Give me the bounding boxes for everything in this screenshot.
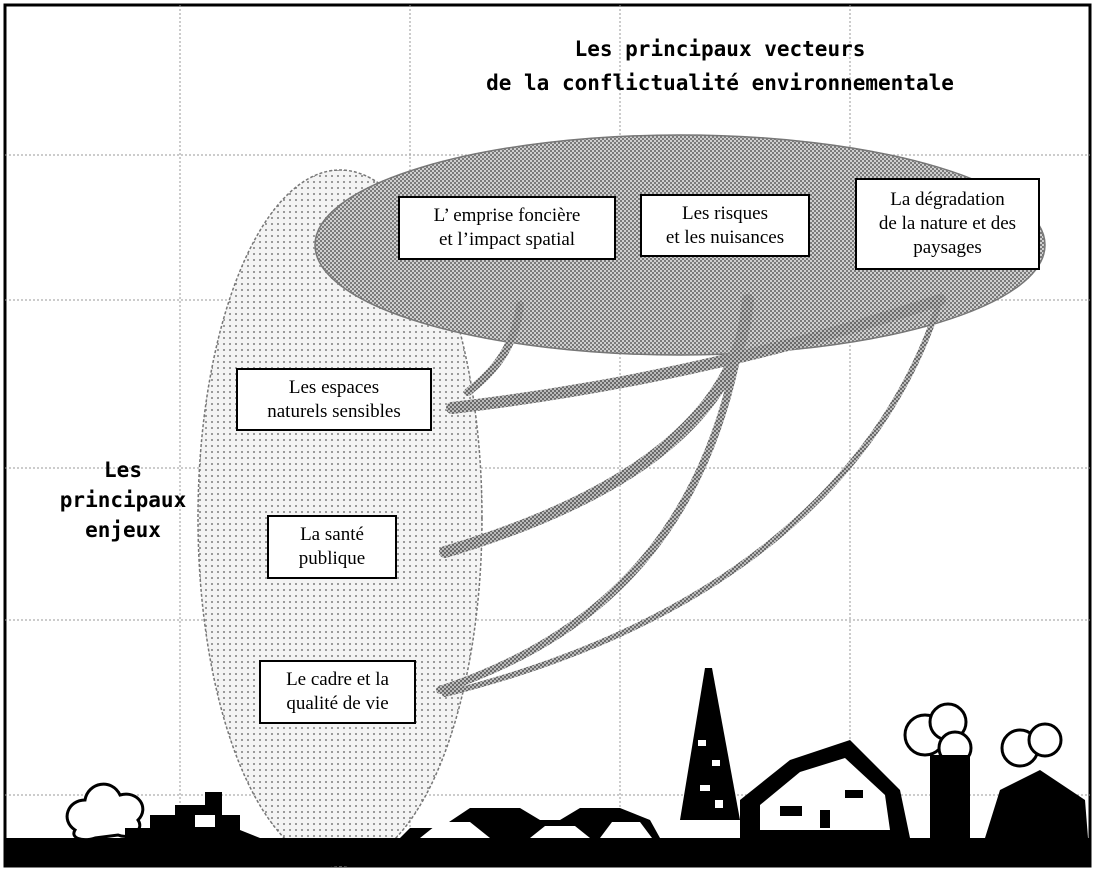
enjeu-box-cadre: Le cadre et la qualité de vie bbox=[259, 660, 416, 724]
vecteur-emprise-line1: L’ emprise foncière bbox=[433, 205, 581, 226]
vecteur-degradation-line2: de la nature et des bbox=[878, 213, 1017, 234]
left-label-line3: enjeux bbox=[85, 518, 161, 542]
enjeu-espaces-line2: naturels sensibles bbox=[267, 400, 401, 422]
enjeu-box-espaces: Les espaces naturels sensibles bbox=[236, 368, 432, 431]
enjeu-sante-line1: La santé bbox=[300, 524, 364, 545]
vecteur-degradation-line1: La dégradation bbox=[890, 189, 1005, 210]
main-title-line2: de la conflictualité environnementale bbox=[486, 71, 954, 95]
left-label-line2: principaux bbox=[59, 488, 187, 512]
vecteur-degradation-line3: paysages bbox=[913, 237, 982, 258]
vecteur-risques-line2: et les nuisances bbox=[665, 226, 785, 248]
enjeu-sante-line2: publique bbox=[298, 548, 366, 569]
arrow-emprise-espaces bbox=[464, 301, 524, 396]
main-title: Les principaux vecteurs de la conflictua… bbox=[455, 32, 985, 100]
enjeu-cadre-line1: Le cadre et la bbox=[286, 669, 389, 690]
village-silhouette bbox=[5, 668, 1090, 866]
left-label-line1: Les bbox=[104, 458, 142, 482]
arrow-degradation-espaces bbox=[446, 294, 946, 414]
vecteur-box-emprise: L’ emprise foncière et l’impact spatial bbox=[398, 196, 616, 260]
house-icon bbox=[125, 792, 260, 838]
left-label: Les principaux enjeux bbox=[58, 455, 188, 545]
vecteur-box-degradation: La dégradation de la nature et des paysa… bbox=[855, 178, 1040, 270]
arrows bbox=[436, 294, 946, 697]
enjeu-espaces-line1: Les espaces bbox=[288, 376, 380, 398]
enjeu-box-sante: La santé publique bbox=[267, 515, 397, 579]
vecteur-emprise-line2: et l’impact spatial bbox=[438, 229, 576, 250]
vecteur-box-risques: Les risques et les nuisances bbox=[640, 194, 810, 257]
tree-icon bbox=[65, 782, 145, 842]
main-title-line1: Les principaux vecteurs bbox=[574, 37, 866, 61]
enjeu-cadre-line2: qualité de vie bbox=[286, 693, 389, 714]
church-spire-icon bbox=[680, 668, 740, 820]
vecteur-risques-line1: Les risques bbox=[681, 202, 768, 224]
arrow-degradation-cadre bbox=[442, 297, 943, 697]
arrow-risques-cadre bbox=[436, 296, 750, 694]
